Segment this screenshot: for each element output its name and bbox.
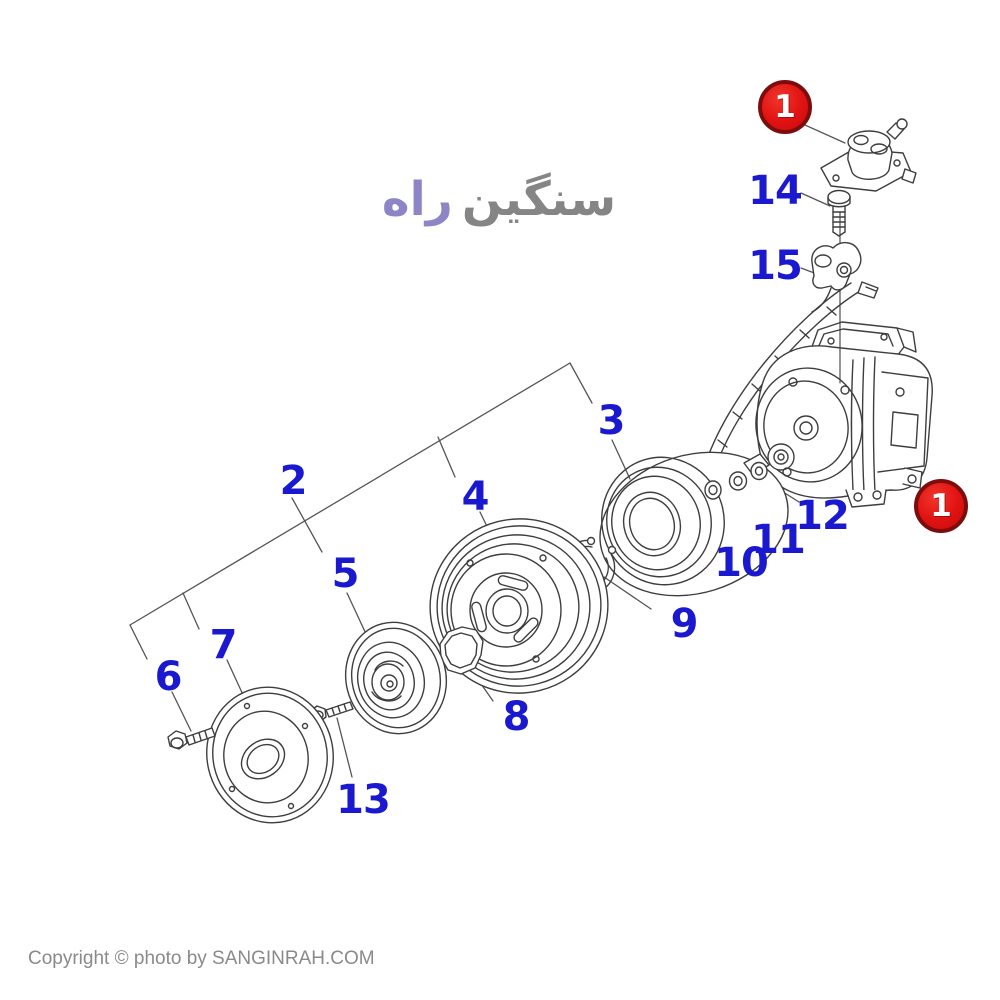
callout-badge-part1-side: 1: [914, 479, 968, 533]
bracket-15: [811, 241, 879, 313]
part-label-3: 3: [597, 398, 626, 444]
watermark-logo: سنگین راه: [382, 168, 616, 230]
part-label-7: 7: [209, 622, 238, 668]
part-label-10: 10: [714, 540, 769, 586]
valve-fitting: [820, 118, 917, 192]
washer-11: [728, 471, 748, 491]
bolt-14: [827, 189, 851, 237]
part-label-12: 12: [795, 493, 850, 539]
part-label-6: 6: [154, 654, 183, 700]
part-label-13: 13: [336, 777, 391, 823]
washer-10: [704, 480, 722, 500]
part-label-11: 11: [751, 517, 806, 563]
badge-number: 1: [930, 488, 952, 524]
part-label-5: 5: [331, 551, 360, 597]
watermark-word-gray: سنگین: [461, 171, 617, 227]
watermark-word-purple: راه: [381, 171, 453, 227]
copyright-text: Copyright © photo by SANGINRAH.COM: [28, 948, 375, 969]
part-label-14: 14: [748, 168, 803, 214]
part-label-4: 4: [461, 474, 490, 520]
callout-badge-part1-top: 1: [758, 80, 812, 134]
part-label-8: 8: [502, 694, 531, 740]
part-label-15: 15: [748, 243, 803, 289]
gasket-part-8: [439, 626, 484, 675]
badge-number: 1: [774, 89, 796, 125]
washer-12: [750, 461, 768, 481]
part-label-2: 2: [279, 458, 308, 504]
part-label-9: 9: [670, 601, 699, 647]
clutch-hub-part-5: [344, 621, 448, 735]
bolt-6: [167, 727, 216, 750]
clutch-plate-part-7: [206, 686, 334, 824]
